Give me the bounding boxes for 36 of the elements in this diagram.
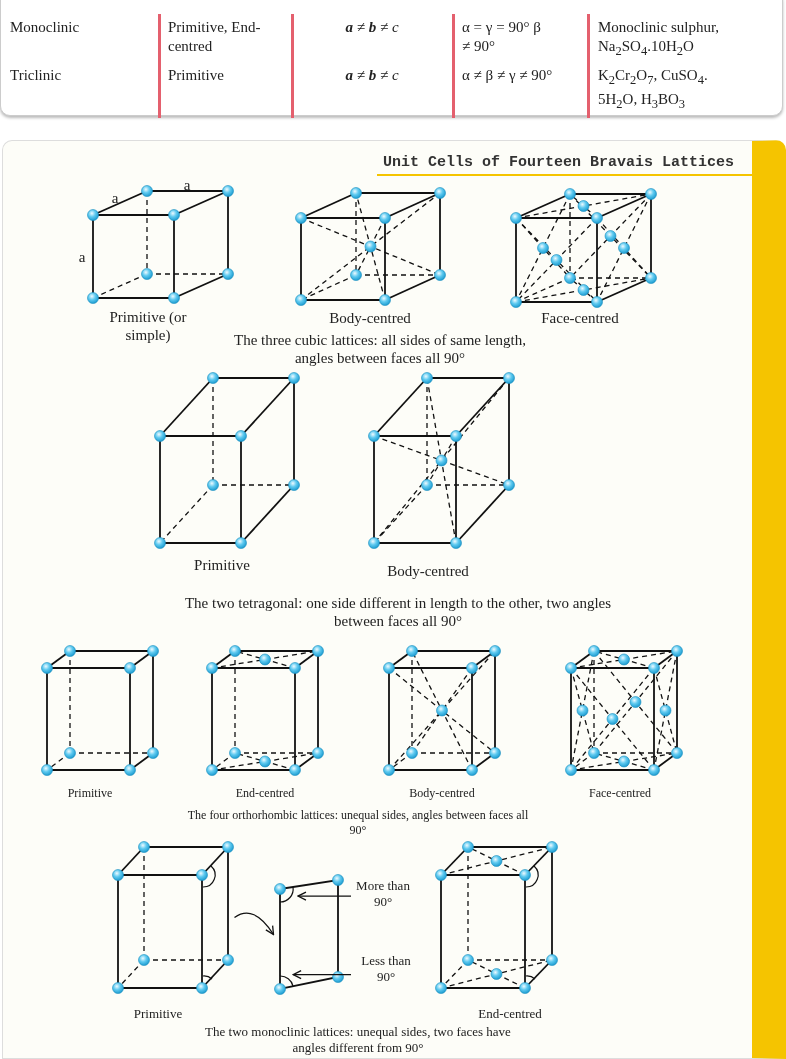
- lattice-name: End-centred: [477, 1006, 543, 1022]
- edge-length-label: a: [77, 248, 87, 266]
- lattice-name: Body-centred: [386, 562, 470, 580]
- lattice-name: Face-centred: [540, 309, 620, 327]
- leader-arrow: [297, 891, 352, 901]
- table-cell-text: a ≠ b ≠ c: [344, 18, 400, 37]
- face-drawing: [274, 874, 344, 995]
- lattice-name: Primitive: [66, 786, 114, 801]
- curved-arrow: [233, 912, 275, 936]
- section-heading: Unit Cells of Fourteen Bravais Lattices: [383, 154, 735, 171]
- figure-caption: The two tetragonal: one side different in length to the other, two angles between faces all 90°: [183, 594, 613, 630]
- edge-length-label: a: [110, 189, 120, 207]
- table-cell-text: K$_{2}$Cr$_{2}$O$_{7}$, CuSO$_{4}$. 5H$_{2}$O, H$_{3}$BO$_{3}$: [598, 66, 709, 113]
- monoclinic-lattice-drawing: [112, 841, 234, 994]
- lattice-name: Primitive (or simple): [108, 308, 188, 344]
- table-cell-text: Monoclinic sulphur, Na$_{2}$SO$_{4}$.10H$_{2}$O: [598, 18, 721, 60]
- figure-caption: The four orthorhombic lattices: unequal sides, angles between faces all 90°: [186, 808, 530, 838]
- table-cell-text: Monoclinic: [10, 18, 81, 37]
- table-cell-text: α ≠ β ≠ γ ≠ 90°: [462, 66, 554, 85]
- callout-text: Less than 90°: [352, 953, 420, 985]
- table-cell-text: Primitive, End-centred: [168, 18, 262, 56]
- lattice-name: Primitive: [193, 556, 251, 574]
- table-cell-text: a ≠ b ≠ c: [344, 66, 400, 85]
- edge-length-label: a: [182, 176, 192, 194]
- table-cell-text: α = γ = 90° β ≠ 90°: [462, 18, 542, 56]
- callout-text: More than 90°: [352, 878, 414, 910]
- lattice-name: End-centred: [234, 786, 296, 801]
- table-cell-text: Primitive: [168, 66, 225, 85]
- lattice-name: Primitive: [132, 1006, 184, 1022]
- lattice-name: Body-centred: [328, 309, 412, 327]
- lattice-name: Body-centred: [408, 786, 476, 801]
- lattice-name: Face-centred: [588, 786, 652, 801]
- figure-caption: The two monoclinic lattices: unequal sides, two faces have angles different from 90°: [204, 1024, 512, 1056]
- table-cell-text: Triclinic: [10, 66, 63, 85]
- figure-caption: The three cubic lattices: all sides of same length, angles between faces all 90°: [233, 331, 527, 367]
- leader-arrow: [292, 970, 352, 980]
